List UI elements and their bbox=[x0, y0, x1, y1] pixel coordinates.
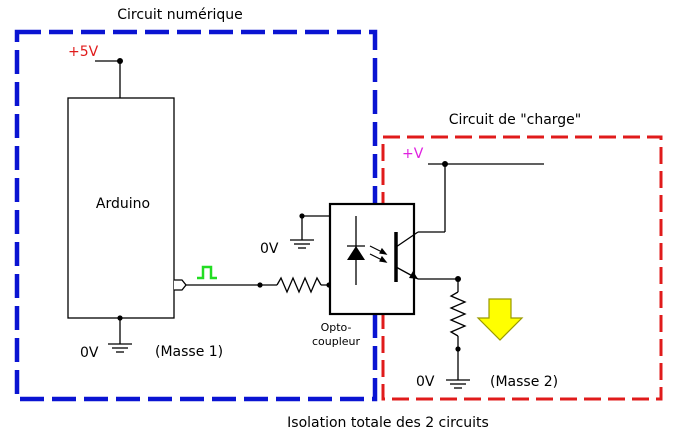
load-circuit-boundary bbox=[381, 135, 663, 401]
digital-circuit-boundary bbox=[14, 29, 378, 402]
digital-supply-junction bbox=[117, 58, 123, 64]
emitter-junction bbox=[455, 276, 461, 282]
load-resistor bbox=[449, 291, 467, 337]
digital-ground-name: (Masse 1) bbox=[155, 344, 223, 360]
optocoupler-label-line2: coupleur bbox=[312, 335, 361, 348]
emitter-arrow bbox=[409, 271, 418, 279]
load-supply-wire bbox=[418, 163, 544, 233]
emitter-wire bbox=[418, 278, 470, 389]
digital-ground-voltage: 0V bbox=[80, 345, 99, 361]
arduino-ground-junction bbox=[117, 315, 123, 321]
isolation-caption: Isolation totale des 2 circuits bbox=[287, 415, 489, 431]
arduino-output-pin bbox=[174, 279, 187, 291]
load-ground-name: (Masse 2) bbox=[490, 374, 558, 390]
coupler-ground-junction bbox=[299, 213, 305, 219]
pulse-signal-icon bbox=[197, 265, 217, 280]
coupler-ground-voltage: 0V bbox=[260, 241, 279, 257]
arduino-label: Arduino bbox=[96, 196, 150, 212]
signal-junction-left bbox=[257, 282, 263, 288]
load-supply-label: +V bbox=[402, 146, 424, 162]
arduino-block bbox=[67, 97, 175, 319]
optocoupler-package bbox=[328, 202, 416, 316]
digital-supply-wire bbox=[95, 60, 121, 98]
current-direction-arrow-icon bbox=[476, 298, 524, 341]
arduino-ground-wire bbox=[108, 318, 132, 353]
digital-supply-label: +5V bbox=[68, 44, 99, 60]
light-emission-arrows bbox=[369, 245, 388, 263]
led-triangle bbox=[347, 246, 365, 260]
load-ground-voltage: 0V bbox=[416, 374, 435, 390]
load-ground-junction bbox=[455, 346, 461, 352]
load-supply-junction bbox=[442, 161, 448, 167]
digital-circuit-title: Circuit numérique bbox=[117, 7, 243, 23]
load-circuit-title: Circuit de "charge" bbox=[449, 112, 582, 128]
input-resistor bbox=[276, 276, 322, 294]
optocoupler-label-line1: Opto- bbox=[321, 321, 352, 334]
